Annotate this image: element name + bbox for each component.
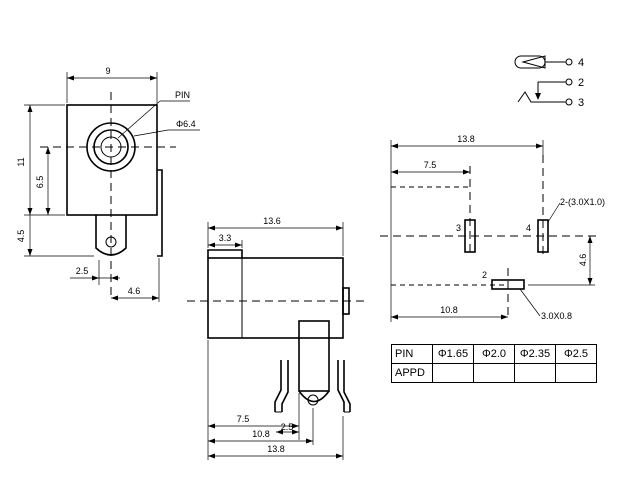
side-lug-bottom	[298, 390, 330, 403]
footprint-pin3-label: 3	[456, 223, 461, 233]
side-lead-left	[274, 360, 282, 412]
slot-pin-3	[464, 219, 476, 253]
side-lead-right2	[343, 360, 351, 412]
leg-label: 4.6	[128, 286, 141, 296]
schematic-terminal-2	[565, 78, 573, 86]
table-header-cell: PIN	[391, 344, 433, 364]
schematic-terminal-4	[565, 58, 573, 66]
table-cell: Φ1.65	[432, 344, 474, 364]
side-length-label: 13.6	[263, 216, 281, 226]
front-view: 9 11 6.5 4.5 PIN Φ6.4 2.5	[16, 66, 200, 302]
center-height-label: 6.5	[35, 176, 45, 189]
footprint-slot-callout: 2-(3.0X1.0)	[560, 197, 605, 207]
height-label: 11	[16, 157, 26, 166]
pin-diameter-table: PIN Φ1.65 Φ2.0 Φ2.35 Φ2.5 APPD	[391, 344, 597, 383]
width-label: 9	[105, 66, 110, 76]
table-cell	[555, 363, 597, 383]
footprint-vertical-label: 4.6	[578, 254, 588, 267]
table-cell: Φ2.0	[473, 344, 515, 364]
front-side-tab	[157, 169, 163, 257]
offset-label: 2.5	[76, 266, 89, 276]
side-dim-a-label: 7.5	[237, 414, 250, 424]
schematic-pin-3-label: 3	[578, 97, 584, 109]
schematic-terminal-3	[565, 98, 573, 106]
schematic-sleeve	[517, 91, 566, 103]
table-cell	[514, 363, 556, 383]
table-cell	[473, 363, 515, 383]
front-body-outline	[66, 104, 158, 216]
table-cell	[432, 363, 474, 383]
footprint-bottom-slot-callout: 3.0X0.8	[541, 311, 572, 321]
table-cell: Φ2.5	[555, 344, 597, 364]
side-lug	[298, 320, 330, 392]
footprint-bottom-label: 10.8	[440, 305, 458, 315]
side-total-label: 13.8	[267, 444, 285, 454]
side-front-label: 3.3	[219, 233, 232, 243]
side-right-bump	[342, 287, 350, 315]
table-cell: Φ2.35	[514, 344, 556, 364]
side-dim-b-label: 2.5	[281, 422, 294, 432]
side-view: 13.6 3.3 7.5 2.5 10.8 13.8	[187, 216, 368, 460]
schematic-pin-body	[521, 55, 546, 69]
slot-pin-2	[491, 279, 525, 290]
schematic-pin-4-label: 4	[578, 57, 584, 69]
side-front-step	[207, 249, 243, 258]
side-lead-left2	[281, 360, 289, 412]
footprint-half-label: 7.5	[424, 160, 437, 170]
side-dim-c-label: 10.8	[252, 429, 270, 439]
table-row-label: APPD	[391, 363, 433, 383]
schematic-pin-shape	[514, 55, 546, 69]
front-bottom-lug	[95, 215, 127, 256]
footprint-total-label: 13.8	[457, 134, 475, 144]
table-row: PIN Φ1.65 Φ2.0 Φ2.35 Φ2.5	[391, 344, 597, 364]
side-body-outline	[207, 257, 344, 339]
side-lead-right	[337, 360, 345, 412]
table-row: APPD	[391, 363, 597, 383]
lower-height-label: 4.5	[16, 230, 26, 243]
jack-schematic: 4 2 3	[514, 55, 584, 109]
pin-callout: PIN	[175, 90, 190, 100]
hole-callout: Φ6.4	[176, 119, 196, 129]
footprint-pin2-label: 2	[482, 270, 487, 280]
footprint-view: 13.8 7.5 2-(3.0X1.0) 3 4 2 4.6 10.8 3.0X…	[380, 134, 605, 322]
slot-pin-4	[537, 219, 549, 253]
footprint-pin4-label: 4	[526, 223, 531, 233]
schematic-pin-2-label: 2	[578, 77, 584, 89]
front-lug-hole	[105, 236, 117, 248]
